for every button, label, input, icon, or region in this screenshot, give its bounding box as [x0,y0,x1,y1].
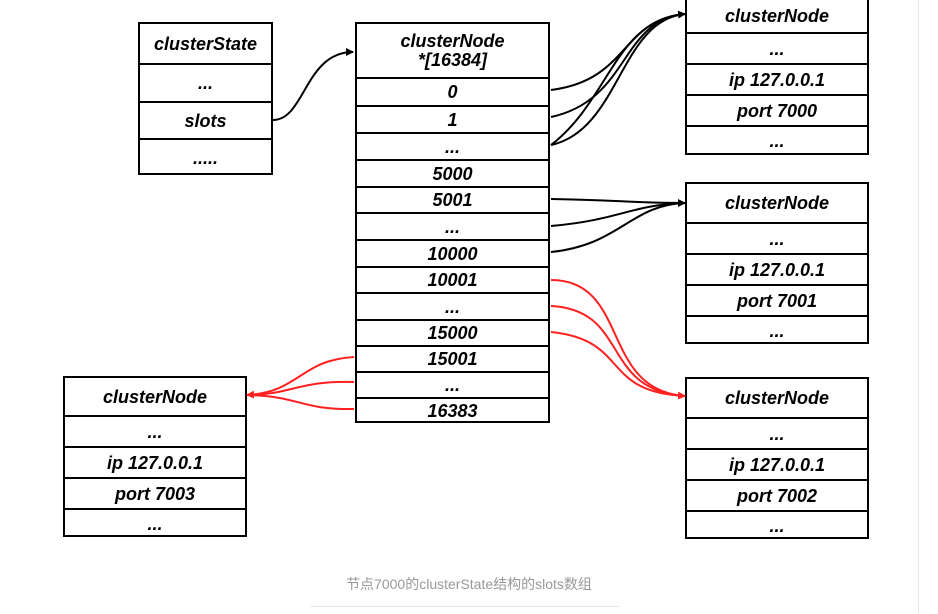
cluster-node-row: ... [65,415,245,446]
slot-16383-link [246,394,355,411]
cluster-node-port: port 7002 [687,479,867,510]
cluster-node-row: ... [687,417,867,448]
cluster-node-7003: clusterNode ... ip 127.0.0.1 port 7003 .… [63,376,247,537]
cluster-node-row: ... [687,222,867,253]
slot-ellipsis-red-link [550,305,686,397]
page-border [918,0,919,614]
figure-caption: 节点7000的clusterState结构的slots数组 [346,576,592,592]
slot-row: 16383 [357,397,548,423]
cluster-node-row: ... [687,32,867,63]
cluster-state-slots-row: slots [140,101,271,138]
slot-ellipsis-red-link-2 [246,380,355,396]
slot-row: 1 [357,105,548,132]
cluster-node-port: port 7001 [687,284,867,315]
cluster-node-row: ... [687,510,867,539]
cluster-node-row: ... [687,315,867,344]
slot-row: 10001 [357,266,548,292]
cluster-node-title: clusterNode [102,386,208,407]
slot-row: ... [357,132,548,159]
slot-row: 0 [357,77,548,105]
cluster-node-ip: ip 127.0.0.1 [687,253,867,284]
slot-row: 5001 [357,186,548,212]
slot-ellipsis-link [550,13,686,146]
slot-10001-link [550,279,686,400]
cluster-state-table: clusterState ... slots ..... [138,22,273,175]
slot-row: 10000 [357,239,548,266]
slot-row: 5000 [357,159,548,186]
slot-row: 15000 [357,319,548,345]
cluster-state-row: ..... [140,138,271,175]
slot-15000-link [550,331,686,397]
cluster-node-port: port 7003 [65,477,245,508]
cluster-state-title: clusterState [153,33,258,54]
cluster-node-title: clusterNode [724,193,830,213]
slot-row: ... [357,371,548,397]
slots-array-title-line1: clusterNode [400,30,505,51]
cluster-node-row: ... [687,125,867,155]
cluster-node-row: ... [65,508,245,537]
cluster-node-ip: ip 127.0.0.1 [65,446,245,477]
slot-row: 15001 [357,345,548,371]
cluster-node-ip: ip 127.0.0.1 [687,448,867,479]
cluster-node-7001: clusterNode ... ip 127.0.0.1 port 7001 .… [685,182,869,344]
slot-15001-link [246,356,355,399]
cluster-node-ip: ip 127.0.0.1 [687,63,867,94]
slot-row: ... [357,292,548,319]
slot-5000-link [550,13,686,146]
cluster-node-title: clusterNode [724,388,830,408]
cluster-state-row: ... [140,63,271,101]
slots-array-title: clusterNode *[16384] [357,24,548,77]
slot-1-link [550,13,686,118]
slot-5001-link [550,198,686,207]
slots-pointer-arrow [272,48,354,121]
cluster-node-title: clusterNode [724,6,830,26]
slots-array-title-line2: *[16384] [417,49,488,70]
caption-divider [310,606,620,607]
slots-array-table: clusterNode *[16384] 0 1 ... 5000 5001 .… [355,22,550,423]
slot-row: ... [357,212,548,239]
cluster-node-port: port 7000 [687,94,867,125]
cluster-node-7002: clusterNode ... ip 127.0.0.1 port 7002 .… [685,377,869,539]
slot-10000-link [550,202,686,253]
cluster-node-7000: clusterNode ... ip 127.0.0.1 port 7000 .… [685,0,869,155]
